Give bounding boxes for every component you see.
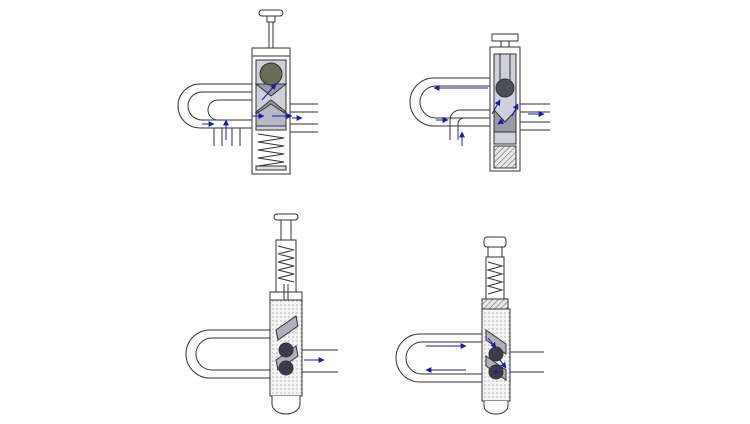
panel-b-flow-arrows xyxy=(433,85,545,146)
panel-c-valve-body xyxy=(269,299,303,415)
panel-a-flow-arrows xyxy=(202,83,303,140)
panel-c xyxy=(185,213,338,415)
panel-d-spring-housing xyxy=(481,256,509,310)
panel-d xyxy=(395,236,544,415)
panel-b-handle xyxy=(491,33,519,48)
panel-a-outlet-pipes xyxy=(290,103,318,133)
panel-b xyxy=(409,33,550,172)
panel-a-handle xyxy=(251,9,291,57)
panel-a-valve-body xyxy=(251,55,291,175)
panel-c-handle xyxy=(273,213,299,241)
panel-a xyxy=(177,9,318,175)
panel-b-u-tube xyxy=(409,77,490,140)
panel-c-outlet-pipes xyxy=(302,349,338,373)
panel-d-valve-body xyxy=(481,308,511,415)
panel-b-outlet-pipes xyxy=(520,103,550,131)
panel-a-u-tube xyxy=(177,83,255,129)
panel-d-outlet-pipes xyxy=(510,351,544,373)
panel-d-flow-arrows xyxy=(425,337,507,373)
panel-a-inlet-pipes xyxy=(213,128,241,146)
panel-d-handle xyxy=(483,236,507,258)
panel-c-u-tube xyxy=(185,329,272,379)
panel-d-u-tube xyxy=(395,333,482,383)
